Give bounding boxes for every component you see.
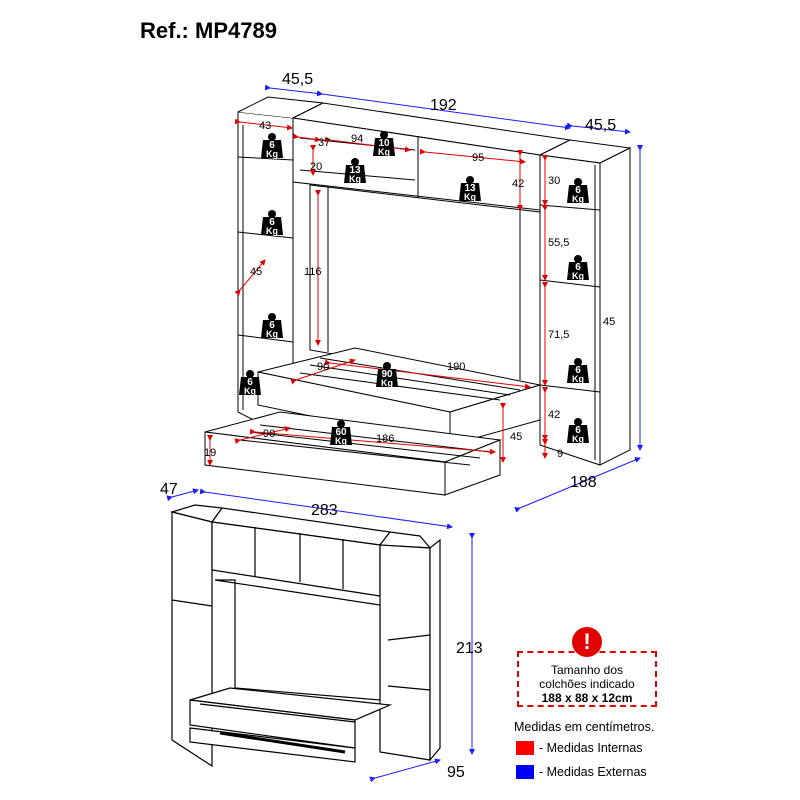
weight-value: 6 (575, 425, 581, 436)
weight-value: 13 (464, 183, 476, 194)
dim-closed-width: 283 (311, 502, 338, 519)
weight-value: 13 (349, 165, 361, 176)
dim-closed-height: 213 (456, 640, 483, 657)
dim-top-width: 192 (430, 97, 457, 114)
weight-value: 10 (378, 138, 390, 149)
weight-icon: 6 Kg (261, 313, 283, 339)
weight-value: 6 (247, 377, 253, 388)
weight-icon: 6 Kg (567, 418, 589, 444)
weight-value: 6 (269, 320, 275, 331)
note-size: 188 x 88 x 12cm (541, 691, 633, 705)
external-dimensions (264, 84, 643, 513)
weight-unit: Kg (244, 386, 256, 396)
weight-unit: Kg (381, 378, 393, 388)
weight-value: 6 (269, 140, 275, 151)
weight-unit: Kg (572, 374, 584, 384)
wardrobe-closed-view (169, 504, 441, 768)
dim-top-right-width: 95 (472, 152, 484, 164)
weight-unit: Kg (378, 147, 390, 157)
weight-icon: 60 Kg (330, 420, 352, 446)
legend-label: - Medidas Internas (539, 741, 643, 755)
note-line1: Tamanho dos (550, 663, 624, 677)
dim-right-plinth: 9 (557, 448, 563, 460)
dim-bed-length-ext: 188 (570, 474, 597, 491)
weight-icon: 6 Kg (239, 370, 261, 396)
weight-unit: Kg (349, 174, 361, 184)
dim-trundle-width: 90 (263, 428, 275, 440)
blue-swatch (516, 765, 534, 779)
weight-icon: 13 Kg (344, 158, 366, 184)
weight-icon: 13 Kg (459, 176, 481, 202)
reference-title: Ref.: MP4789 (140, 18, 277, 43)
weight-unit: Kg (572, 194, 584, 204)
mattress-note-box: Tamanho dos colchões indicado 188 x 88 x… (517, 651, 657, 707)
internal-dimensions (207, 118, 548, 466)
weight-unit: Kg (464, 192, 476, 202)
weight-icon: 6 Kg (261, 133, 283, 159)
legend-external: - Medidas Externas (516, 764, 647, 780)
weight-icons: 6 Kg 6 Kg 6 Kg 6 Kg 10 Kg 13 Kg 13 Kg 6 … (239, 131, 589, 446)
dim-right-side: 45 (603, 316, 615, 328)
dim-left-top-shelf: 43 (259, 120, 271, 132)
weight-unit: Kg (572, 271, 584, 281)
closed-view-dimensions (166, 488, 475, 783)
dim-left-depth: 45,5 (282, 71, 313, 88)
dim-top-right-height: 42 (512, 178, 524, 190)
weight-icon: 10 Kg (373, 131, 395, 157)
weight-icon: 6 Kg (567, 255, 589, 281)
weight-unit: Kg (266, 226, 278, 236)
weight-icon: 6 Kg (261, 210, 283, 236)
dim-niche-height: 20 (310, 161, 322, 173)
legend-label: - Medidas Externas (539, 765, 647, 779)
weight-value: 6 (269, 217, 275, 228)
weight-value: 6 (575, 262, 581, 273)
dim-right-mid: 55,5 (548, 237, 569, 249)
dim-left-shelf-mid: 45 (250, 266, 262, 278)
dim-closed-depth: 47 (160, 481, 178, 498)
weight-unit: Kg (572, 434, 584, 444)
red-swatch (516, 741, 534, 755)
dim-trundle-height: 19 (204, 447, 216, 459)
dim-niche-a: 37 (318, 137, 330, 149)
weight-unit: Kg (335, 436, 347, 446)
weight-value: 6 (575, 185, 581, 196)
dim-bed-width: 90 (317, 361, 329, 373)
legend-internal: - Medidas Internas (516, 740, 643, 756)
weight-value: 60 (335, 427, 347, 438)
dim-bed-length: 190 (447, 361, 465, 373)
dim-closed-bed-depth: 95 (447, 764, 465, 781)
weight-value: 90 (381, 369, 393, 380)
weight-icon: 6 Kg (567, 358, 589, 384)
weight-unit: Kg (266, 329, 278, 339)
weight-icon: 6 Kg (567, 178, 589, 204)
dim-bed-height: 45 (510, 431, 522, 443)
dim-tv-height: 116 (304, 266, 322, 278)
dim-right-top: 30 (548, 175, 560, 187)
note-line2: colchões indicado (539, 677, 635, 691)
dim-right-low: 71,5 (548, 329, 569, 341)
dim-right-depth: 45,5 (585, 117, 616, 134)
dim-niche-width: 94 (351, 133, 363, 145)
weight-unit: Kg (266, 149, 278, 159)
dim-right-bottom: 42 (548, 409, 560, 421)
units-label: Medidas em centímetros. (514, 720, 655, 734)
weight-value: 6 (575, 365, 581, 376)
weight-icon: 90 Kg (376, 362, 398, 388)
dim-trundle-length: 186 (376, 433, 394, 445)
